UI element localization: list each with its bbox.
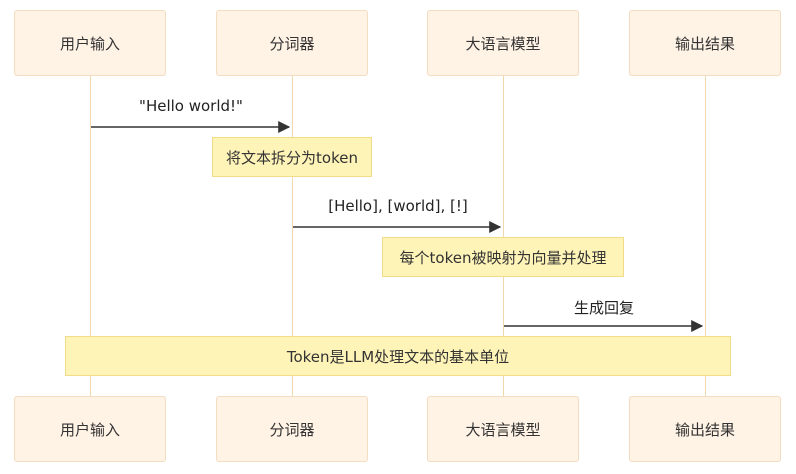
participant-user-bottom: 用户输入: [14, 396, 166, 462]
note-tokenizer: 将文本拆分为token: [212, 137, 372, 177]
message-label-1: "Hello world!": [139, 97, 243, 115]
lifeline-tokenizer: [292, 76, 293, 398]
participant-llm-top: 大语言模型: [427, 10, 579, 76]
message-label-2: [Hello], [world], [!]: [328, 197, 468, 215]
participant-user-top: 用户输入: [14, 10, 166, 76]
message-label-3: 生成回复: [573, 299, 634, 317]
note-llm: 每个token被映射为向量并处理: [382, 237, 624, 277]
lifeline-output: [705, 76, 706, 398]
participant-output-bottom: 输出结果: [629, 396, 781, 462]
participant-llm-bottom: 大语言模型: [427, 396, 579, 462]
lifeline-user: [90, 76, 91, 398]
participant-output-top: 输出结果: [629, 10, 781, 76]
note-summary: Token是LLM处理文本的基本单位: [65, 336, 731, 376]
participant-tokenizer-top: 分词器: [216, 10, 368, 76]
participant-tokenizer-bottom: 分词器: [216, 396, 368, 462]
